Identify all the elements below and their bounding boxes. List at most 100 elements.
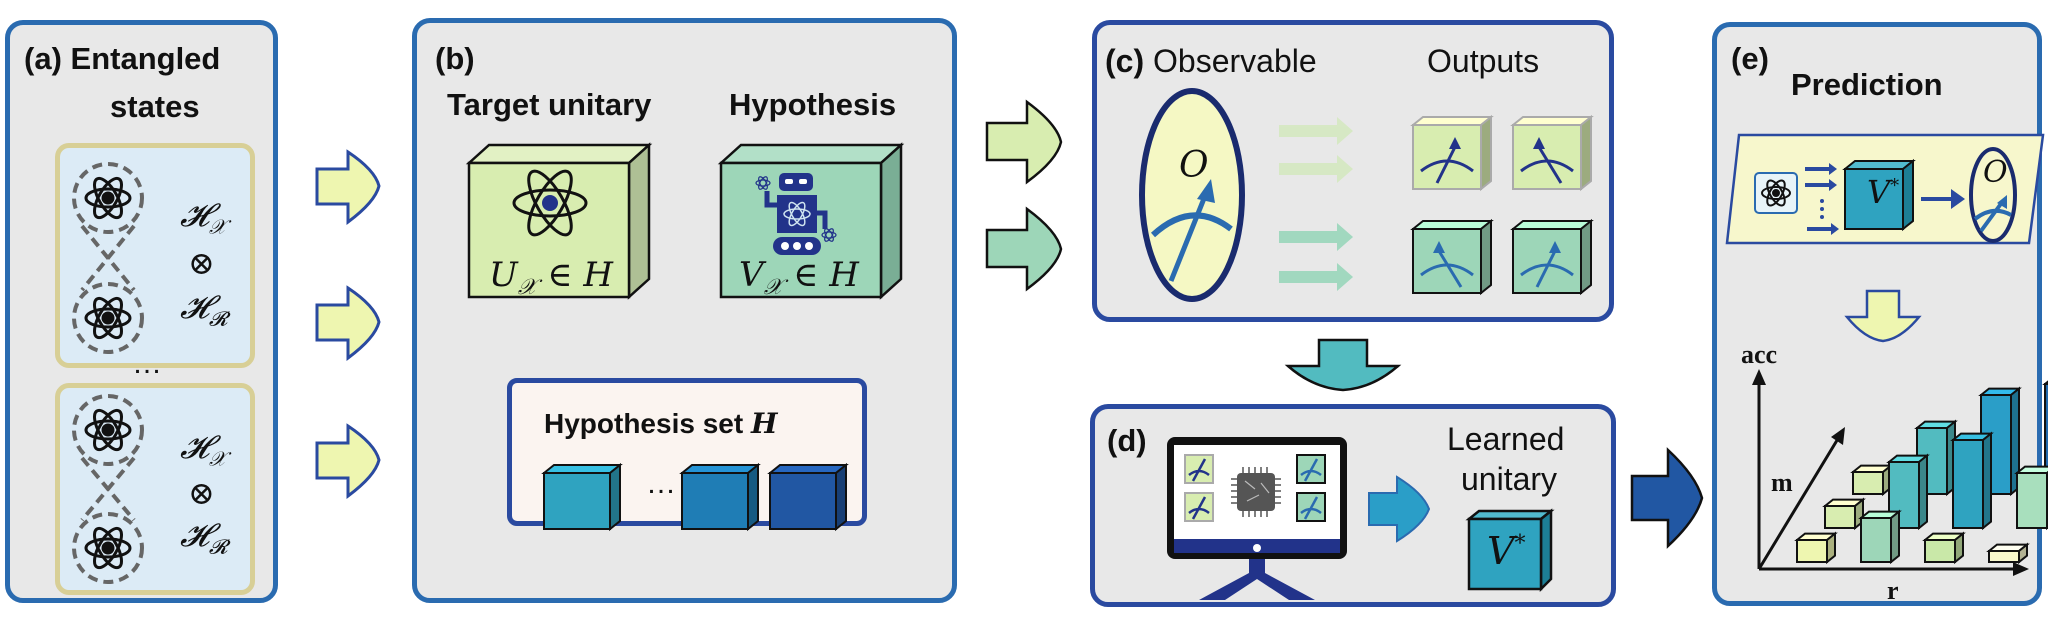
down-arrow-icon: [1844, 289, 1922, 343]
hypothesis-title: Hypothesis: [729, 87, 897, 122]
entangled-pair-card: 𝓗𝒳 ⊗ 𝓗𝓡: [55, 383, 255, 595]
atom-icon: [1761, 179, 1791, 207]
observable-meter: [1139, 88, 1245, 302]
hilbert-space-r: 𝓗: [180, 516, 209, 554]
chip-icon: [1231, 467, 1281, 517]
chart-bar: [1950, 431, 1994, 531]
outputs-title: Outputs: [1427, 43, 1540, 79]
tensor-product-symbol: ⊗: [188, 244, 215, 282]
right-arrow-icon: [985, 206, 1063, 292]
ellipsis: …: [132, 347, 162, 380]
observable-symbol: O: [1179, 145, 1209, 186]
prediction-title: Prediction: [1791, 67, 1943, 102]
atom-icon: [512, 169, 588, 237]
chart-bar: [1858, 509, 1902, 565]
chart-bar: [1922, 531, 1966, 565]
hilbert-space-r: 𝓗: [180, 288, 209, 326]
chart-axes: [1752, 369, 2029, 576]
prediction-pipeline: [1725, 133, 2045, 245]
target-unitary-cube: [465, 142, 653, 300]
flow-arrow-c-to-d: [1284, 338, 1402, 392]
right-arrow-icon: [315, 149, 381, 225]
target-formula-rel: ∈ H: [536, 255, 614, 295]
right-arrow-icon: [1630, 447, 1704, 549]
panel-label: (e): [1731, 41, 1769, 76]
flow-arrow-d-to-e: [1630, 447, 1704, 549]
down-arrow-icon: [1284, 338, 1402, 392]
measurement-arrows: [1279, 117, 1353, 291]
hilbert-sub-r: 𝓡: [208, 306, 228, 331]
target-formula-sub: 𝒳: [517, 274, 537, 300]
learned-unitary-sup: *: [1514, 531, 1526, 557]
right-arrow-icon: [985, 99, 1063, 185]
learned-title-line1: Learned: [1447, 421, 1565, 457]
hypothesis-cube-1: [541, 462, 623, 532]
entangled-atoms-icon: [72, 162, 144, 354]
hilbert-sub-r: 𝓡: [208, 534, 228, 559]
flow-arrows-b-to-c: [985, 99, 1063, 292]
target-formula: U: [489, 255, 518, 295]
panel-observable: (c) Observable Outputs O: [1092, 20, 1614, 322]
chart-bar: [1850, 463, 1894, 497]
pipeline-unitary-sup: *: [1890, 175, 1900, 197]
entangled-atoms-icon: [72, 394, 144, 584]
chart-bar: [1986, 542, 2030, 565]
set-ellipsis: …: [646, 467, 676, 500]
output-meter-box: [1410, 114, 1494, 192]
axis-label-acc: acc: [1741, 340, 1777, 369]
hypothesis-set-symbol: H: [750, 407, 778, 440]
panel-label: (a): [24, 41, 62, 76]
m-axis-arrowhead: [1831, 427, 1845, 445]
computer-monitor-icon: [1167, 437, 1347, 600]
m-axis: [1757, 436, 1841, 570]
panel-label: (b): [435, 41, 475, 76]
chart-bar: [2014, 465, 2048, 531]
chart-bar: [1822, 497, 1866, 531]
hilbert-space-x: 𝓗: [180, 196, 209, 234]
panel-entangled-states: (a) Entangled states 𝓗𝒳: [5, 20, 278, 603]
hypothesis-set-box: Hypothesis set H …: [507, 378, 867, 532]
chart-bar: [2042, 380, 2048, 495]
panel-hypothesis: (b) Target unitary Hypothesis U𝒳 ∈ H: [412, 18, 957, 603]
meter-needle-icon: [1433, 241, 1445, 253]
panel-label: (d): [1107, 423, 1147, 458]
hypothesis-formula: V: [739, 255, 764, 295]
pipeline-observable-symbol: O: [1983, 155, 2008, 190]
hypothesis-formula-rel: ∈ H: [782, 255, 859, 295]
panel-title: Entangled: [70, 41, 221, 76]
hypothesis-set-title: Hypothesis set: [544, 408, 751, 439]
hilbert-sub-x: 𝒳: [208, 446, 227, 471]
r-axis-arrowhead: [2013, 562, 2029, 576]
hypothesis-formula-sub: 𝒳: [763, 274, 783, 300]
robot-icon: [755, 173, 837, 255]
hypothesis-cube-2: [679, 462, 761, 532]
hilbert-space-x: 𝓗: [180, 428, 209, 466]
meter-needle-icon: [1533, 137, 1545, 149]
hypothesis-set-cubes: [541, 462, 849, 532]
hypothesis-cube-3: [767, 462, 849, 532]
panel-prediction: (e) Prediction V* O: [1712, 22, 2048, 606]
hypothesis-cube: [717, 142, 905, 300]
target-unitary-title: Target unitary: [447, 87, 652, 122]
axis-label-m: m: [1771, 468, 1793, 497]
meter-needle-icon: [1549, 241, 1561, 253]
entangled-pair-card: 𝓗𝒳 ⊗ 𝓗𝓡: [55, 143, 255, 368]
hilbert-sub-x: 𝒳: [208, 214, 227, 239]
chart-bar: [1794, 531, 1838, 565]
observable-title: Observable: [1153, 43, 1317, 79]
panel-learned-unitary: (d) Learned unitary: [1090, 404, 1616, 607]
learned-unitary-cube: [1465, 508, 1555, 593]
output-meter-box: [1410, 218, 1494, 296]
output-meter-box: [1510, 218, 1594, 296]
panel-label: (c): [1105, 43, 1145, 79]
accuracy-3d-bar-chart: acc m r: [1741, 340, 2048, 605]
tensor-product-symbol: ⊗: [188, 474, 215, 512]
panel-title-line2: states: [110, 89, 200, 124]
acc-axis-arrowhead: [1752, 369, 1766, 385]
learned-title-line2: unitary: [1461, 461, 1558, 497]
output-meters: [1410, 114, 1594, 296]
flow-arrows-a-to-b: [315, 149, 381, 499]
output-meter-box: [1510, 114, 1594, 192]
right-arrow-icon: [1368, 475, 1431, 543]
input-arrows: [1805, 163, 1839, 235]
